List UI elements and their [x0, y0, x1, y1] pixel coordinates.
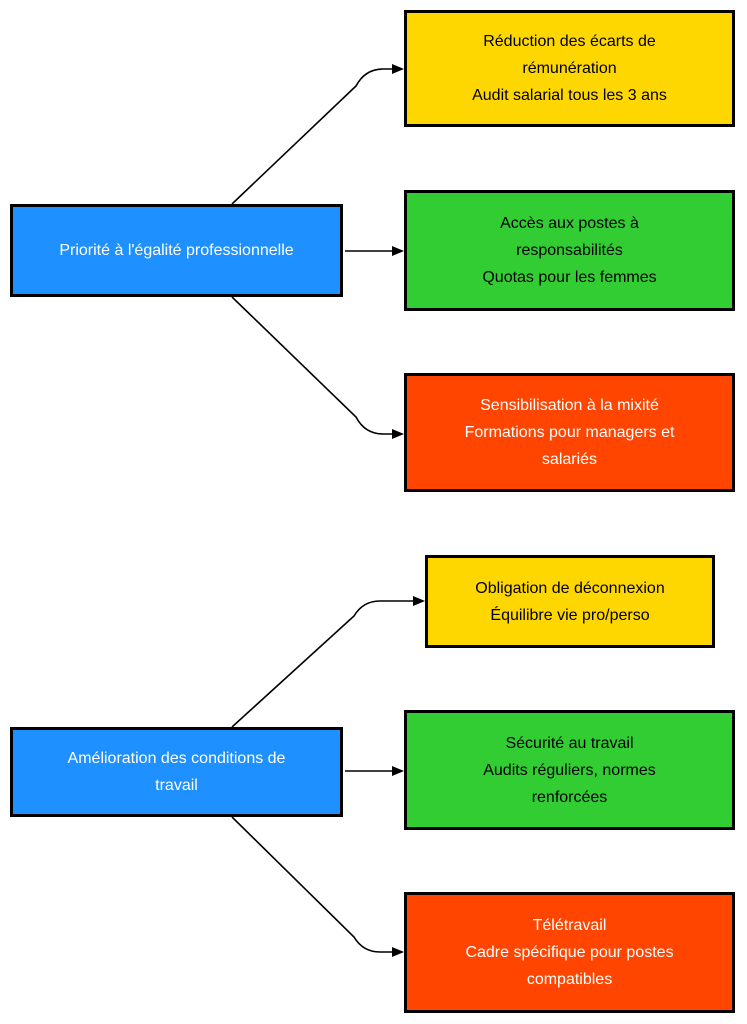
node-label: Obligation de déconnexion: [475, 579, 665, 597]
node-obligation-deconnexion: Obligation de déconnexion Équilibre vie …: [425, 555, 715, 648]
node-label: Accès aux postes à responsabilités: [500, 215, 639, 259]
node-priorite-egalite: Priorité à l'égalité professionnelle: [10, 204, 343, 297]
node-label: Sensibilisation à la mixité: [480, 397, 659, 414]
node-reduction-ecarts: Réduction des écarts de rémunération Aud…: [404, 10, 735, 127]
node-label: Cadre spécifique pour postes compatibles: [465, 944, 674, 988]
node-label: Équilibre vie pro/perso: [490, 606, 650, 624]
node-label: Priorité à l'égalité professionnelle: [59, 242, 294, 259]
node-teletravail: Télétravail Cadre spécifique pour postes…: [404, 892, 735, 1013]
node-label: Audit salarial tous les 3 ans: [472, 87, 667, 104]
node-securite-travail: Sécurité au travail Audits réguliers, no…: [404, 710, 735, 830]
node-label: Quotas pour les femmes: [482, 269, 657, 286]
edge-conditions-to-teletravail: [231, 816, 404, 957]
node-amelioration-conditions: Amélioration des conditions de travail: [10, 727, 343, 817]
edge-conditions-to-deconnexion: [231, 596, 425, 728]
edge-egalite-to-mixite: [231, 296, 404, 439]
node-label: Audits réguliers, normes renforcées: [483, 761, 656, 806]
node-label: Réduction des écarts de rémunération: [483, 33, 656, 77]
node-label: Formations pour managers et salariés: [464, 424, 675, 468]
edge-egalite-to-remuneration: [231, 64, 404, 205]
node-label: Télétravail: [532, 917, 607, 934]
node-label: Amélioration des conditions de travail: [67, 750, 286, 794]
node-label: Sécurité au travail: [505, 734, 634, 752]
node-acces-postes: Accès aux postes à responsabilités Quota…: [404, 190, 735, 311]
node-sensibilisation-mixite: Sensibilisation à la mixité Formations p…: [404, 373, 735, 492]
